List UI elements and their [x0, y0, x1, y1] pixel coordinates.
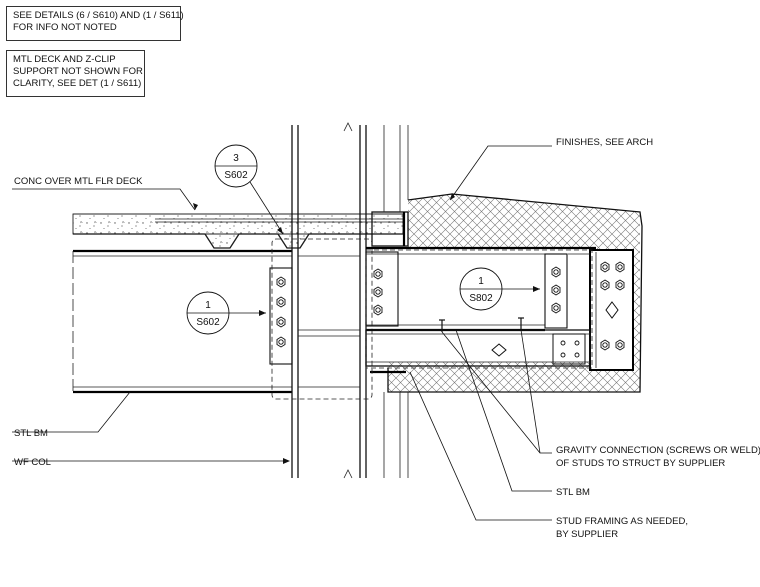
note-line: MTL DECK AND Z-CLIP	[13, 54, 116, 65]
label-wf-col: WF COL	[14, 457, 51, 468]
bubble-number: 1	[205, 300, 211, 311]
concrete-slab	[72, 213, 404, 235]
shear-tab-plate	[269, 267, 293, 365]
break-mark	[343, 469, 353, 479]
bolt-group	[560, 340, 580, 358]
detail-bubble-1-left[interactable]: 1 S602	[186, 291, 230, 335]
label-gravity-line1: GRAVITY CONNECTION (SCREWS OR WELD)	[556, 445, 760, 456]
arrowhead	[259, 310, 266, 316]
bubble-sheet: S602	[224, 170, 248, 181]
note-line: CLARITY, SEE DET (1 / S611)	[13, 78, 142, 89]
break-mark	[343, 122, 353, 132]
leader-stud	[409, 371, 552, 521]
label-stud-line2: BY SUPPLIER	[556, 529, 618, 540]
screw-symbols	[439, 317, 524, 332]
slab-edge-plate	[371, 211, 409, 247]
bolt-group	[600, 261, 625, 351]
arrowhead	[283, 458, 290, 464]
diamond-symbol	[491, 343, 507, 357]
general-note-details: SEE DETAILS (6 / S610) AND (1 / S611) FO…	[6, 6, 184, 41]
label-finishes: FINISHES, SEE ARCH	[556, 137, 653, 148]
edge-plate	[589, 249, 634, 371]
leader-stl-bm-left	[12, 391, 131, 433]
leader-finishes	[449, 145, 552, 201]
arrowhead	[277, 227, 283, 234]
detail-bubble-3[interactable]: 3 S602	[214, 144, 258, 188]
arrowhead	[193, 203, 198, 210]
leader-gravity-2	[520, 329, 541, 454]
label-stl-bm-left: STL BM	[14, 428, 48, 439]
bubble-sheet: S802	[469, 293, 493, 304]
leader-stl-bm-right	[455, 329, 552, 492]
detail-bubble-1-right[interactable]: 1 S802	[459, 267, 503, 311]
note-line: SEE DETAILS (6 / S610) AND (1 / S611)	[13, 10, 184, 21]
label-gravity-line2: OF STUDS TO STRUCT BY SUPPLIER	[556, 458, 725, 469]
label-stud-line1: STUD FRAMING AS NEEDED,	[556, 516, 688, 527]
bubble-arrow	[249, 181, 284, 235]
lower-track	[365, 329, 591, 367]
bubble-sheet: S602	[196, 317, 220, 328]
label-conc-deck: CONC OVER MTL FLR DECK	[14, 176, 143, 187]
clip-plate	[552, 333, 586, 365]
bolt-group	[276, 276, 286, 348]
arch-finish-hatch	[388, 194, 640, 392]
bolt-group	[373, 268, 383, 316]
hidden-envelope	[365, 249, 593, 369]
bolt-group	[551, 266, 561, 314]
note-line: FOR INFO NOT NOTED	[13, 22, 117, 33]
bubble-number: 1	[478, 276, 484, 287]
general-note-deck: MTL DECK AND Z-CLIP SUPPORT NOT SHOWN FO…	[6, 50, 145, 97]
hidden-envelope	[271, 238, 373, 400]
leader-conc-deck	[12, 188, 196, 211]
bubble-number: 3	[233, 153, 239, 164]
arrowhead	[450, 193, 455, 200]
note-line: SUPPORT NOT SHOWN FOR	[13, 66, 143, 77]
diamond-symbol	[605, 301, 619, 319]
label-stl-bm-right: STL BM	[556, 487, 590, 498]
deck-flute-fill	[204, 233, 310, 249]
arrowhead	[533, 286, 540, 292]
outrigger-end-connection	[544, 253, 568, 329]
